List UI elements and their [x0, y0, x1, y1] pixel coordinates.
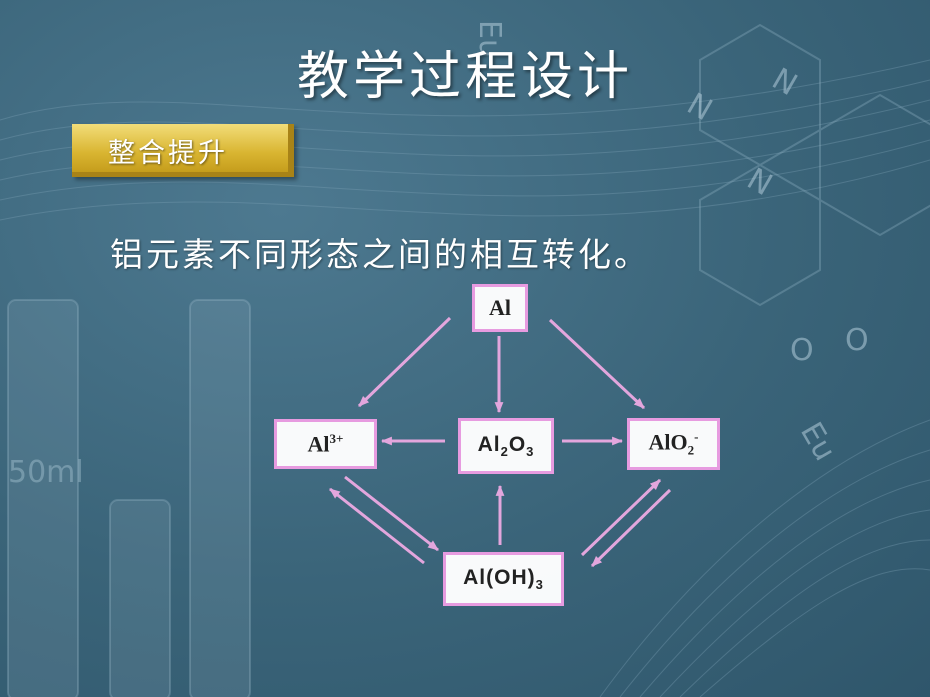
- lab-glassware: [7, 299, 251, 697]
- node-al3-label: Al3+: [308, 431, 344, 457]
- node-al2o3: Al2O3: [458, 418, 554, 474]
- node-al2o3-al: Al: [477, 432, 501, 456]
- node-alo2-sub: 2: [687, 442, 695, 458]
- molecule-letter: O: [845, 323, 869, 358]
- page-title: 教学过程设计: [296, 47, 633, 107]
- node-alo2: AlO2-: [627, 418, 720, 470]
- arrow-al-to-al3: [357, 316, 452, 408]
- arrow-aloh3-to-al3: [329, 487, 425, 565]
- node-alo2-base: AlO: [648, 429, 688, 455]
- arrow-aloh3-to-alo2: [580, 478, 662, 557]
- node-al3-base: Al: [307, 431, 330, 457]
- cylinder-marking: 50ml: [8, 455, 84, 490]
- node-al3: Al3+: [274, 419, 377, 469]
- node-aloh3-label: Al(OH)3: [463, 566, 544, 592]
- node-al-label: Al: [489, 295, 511, 320]
- arrow-al3-to-aloh3: [344, 475, 439, 552]
- molecule-hexagons: [699, 23, 930, 307]
- node-alo2-charge: -: [694, 429, 699, 445]
- node-al: Al: [472, 284, 528, 332]
- section-tag-label: 整合提升: [108, 138, 228, 169]
- node-aloh3-sub: 3: [535, 577, 544, 593]
- arrow-alo2-to-aloh3: [590, 488, 672, 568]
- section-tag: 整合提升: [72, 124, 294, 177]
- node-alo2-label: AlO2-: [649, 429, 699, 459]
- node-al2o3-o: O: [508, 432, 527, 456]
- molecule-letter: Eu: [472, 20, 507, 58]
- node-al2o3-label: Al2O3: [478, 433, 535, 459]
- node-al2o3-sub-o: 3: [526, 444, 535, 460]
- node-al3-charge: 3+: [329, 430, 344, 446]
- node-aloh3: Al(OH)3: [443, 552, 564, 606]
- arrow-al-to-alo2: [548, 318, 646, 410]
- molecule-letter: O: [790, 333, 814, 368]
- node-aloh3-base: Al(OH): [463, 565, 536, 589]
- node-al2o3-sub-al: 2: [500, 444, 509, 460]
- subtitle: 铝元素不同形态之间的相互转化。: [110, 235, 650, 274]
